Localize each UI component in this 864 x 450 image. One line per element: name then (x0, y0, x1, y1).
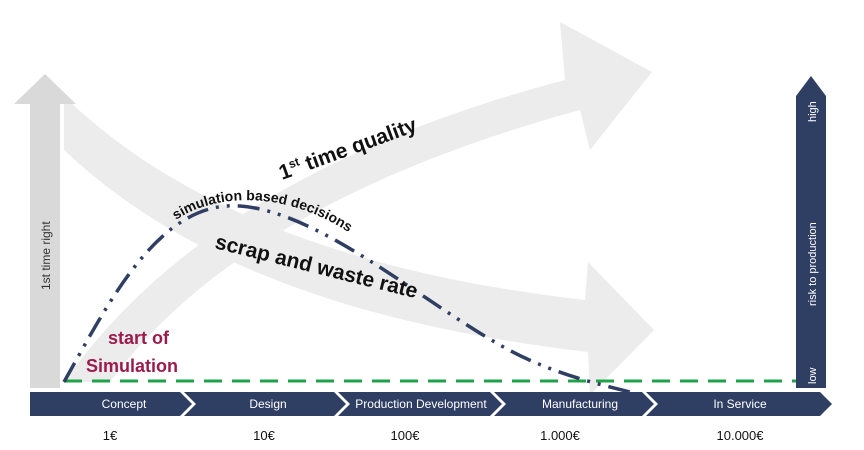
risk-axis-label: risk to production (807, 222, 819, 306)
phase-bar (30, 392, 832, 416)
risk-axis-high: high (807, 101, 819, 122)
phase-design (184, 392, 346, 416)
phase-concept (30, 392, 192, 416)
risk-axis-low: low (807, 367, 819, 384)
start-label-line1: start of (108, 328, 170, 348)
cost-design: 10€ (253, 428, 275, 443)
cost-production-development: 100€ (391, 428, 421, 443)
phase-label-production-development: Production Development (355, 397, 487, 411)
phase-label-manufacturing: Manufacturing (542, 397, 618, 411)
phase-label-concept: Concept (102, 397, 147, 411)
phase-manufacturing (494, 392, 654, 416)
phase-in-service (646, 392, 832, 416)
left-axis-bar (30, 102, 60, 388)
left-axis-label: 1st time right (39, 221, 53, 290)
phase-label-in-service: In Service (713, 397, 767, 411)
phase-label-design: Design (249, 397, 286, 411)
cost-in-service: 10.000€ (717, 428, 765, 443)
scrap-arrow (64, 96, 654, 395)
risk-axis-arrowhead (796, 76, 826, 96)
start-label-line2: Simulation (86, 356, 178, 376)
left-axis-arrowhead (14, 74, 76, 104)
risk-axis-bar (796, 96, 826, 388)
cost-concept: 1€ (103, 428, 118, 443)
quality-arrow (64, 22, 652, 382)
cost-manufacturing: 1.000€ (540, 428, 581, 443)
phase-production-development (338, 392, 502, 416)
